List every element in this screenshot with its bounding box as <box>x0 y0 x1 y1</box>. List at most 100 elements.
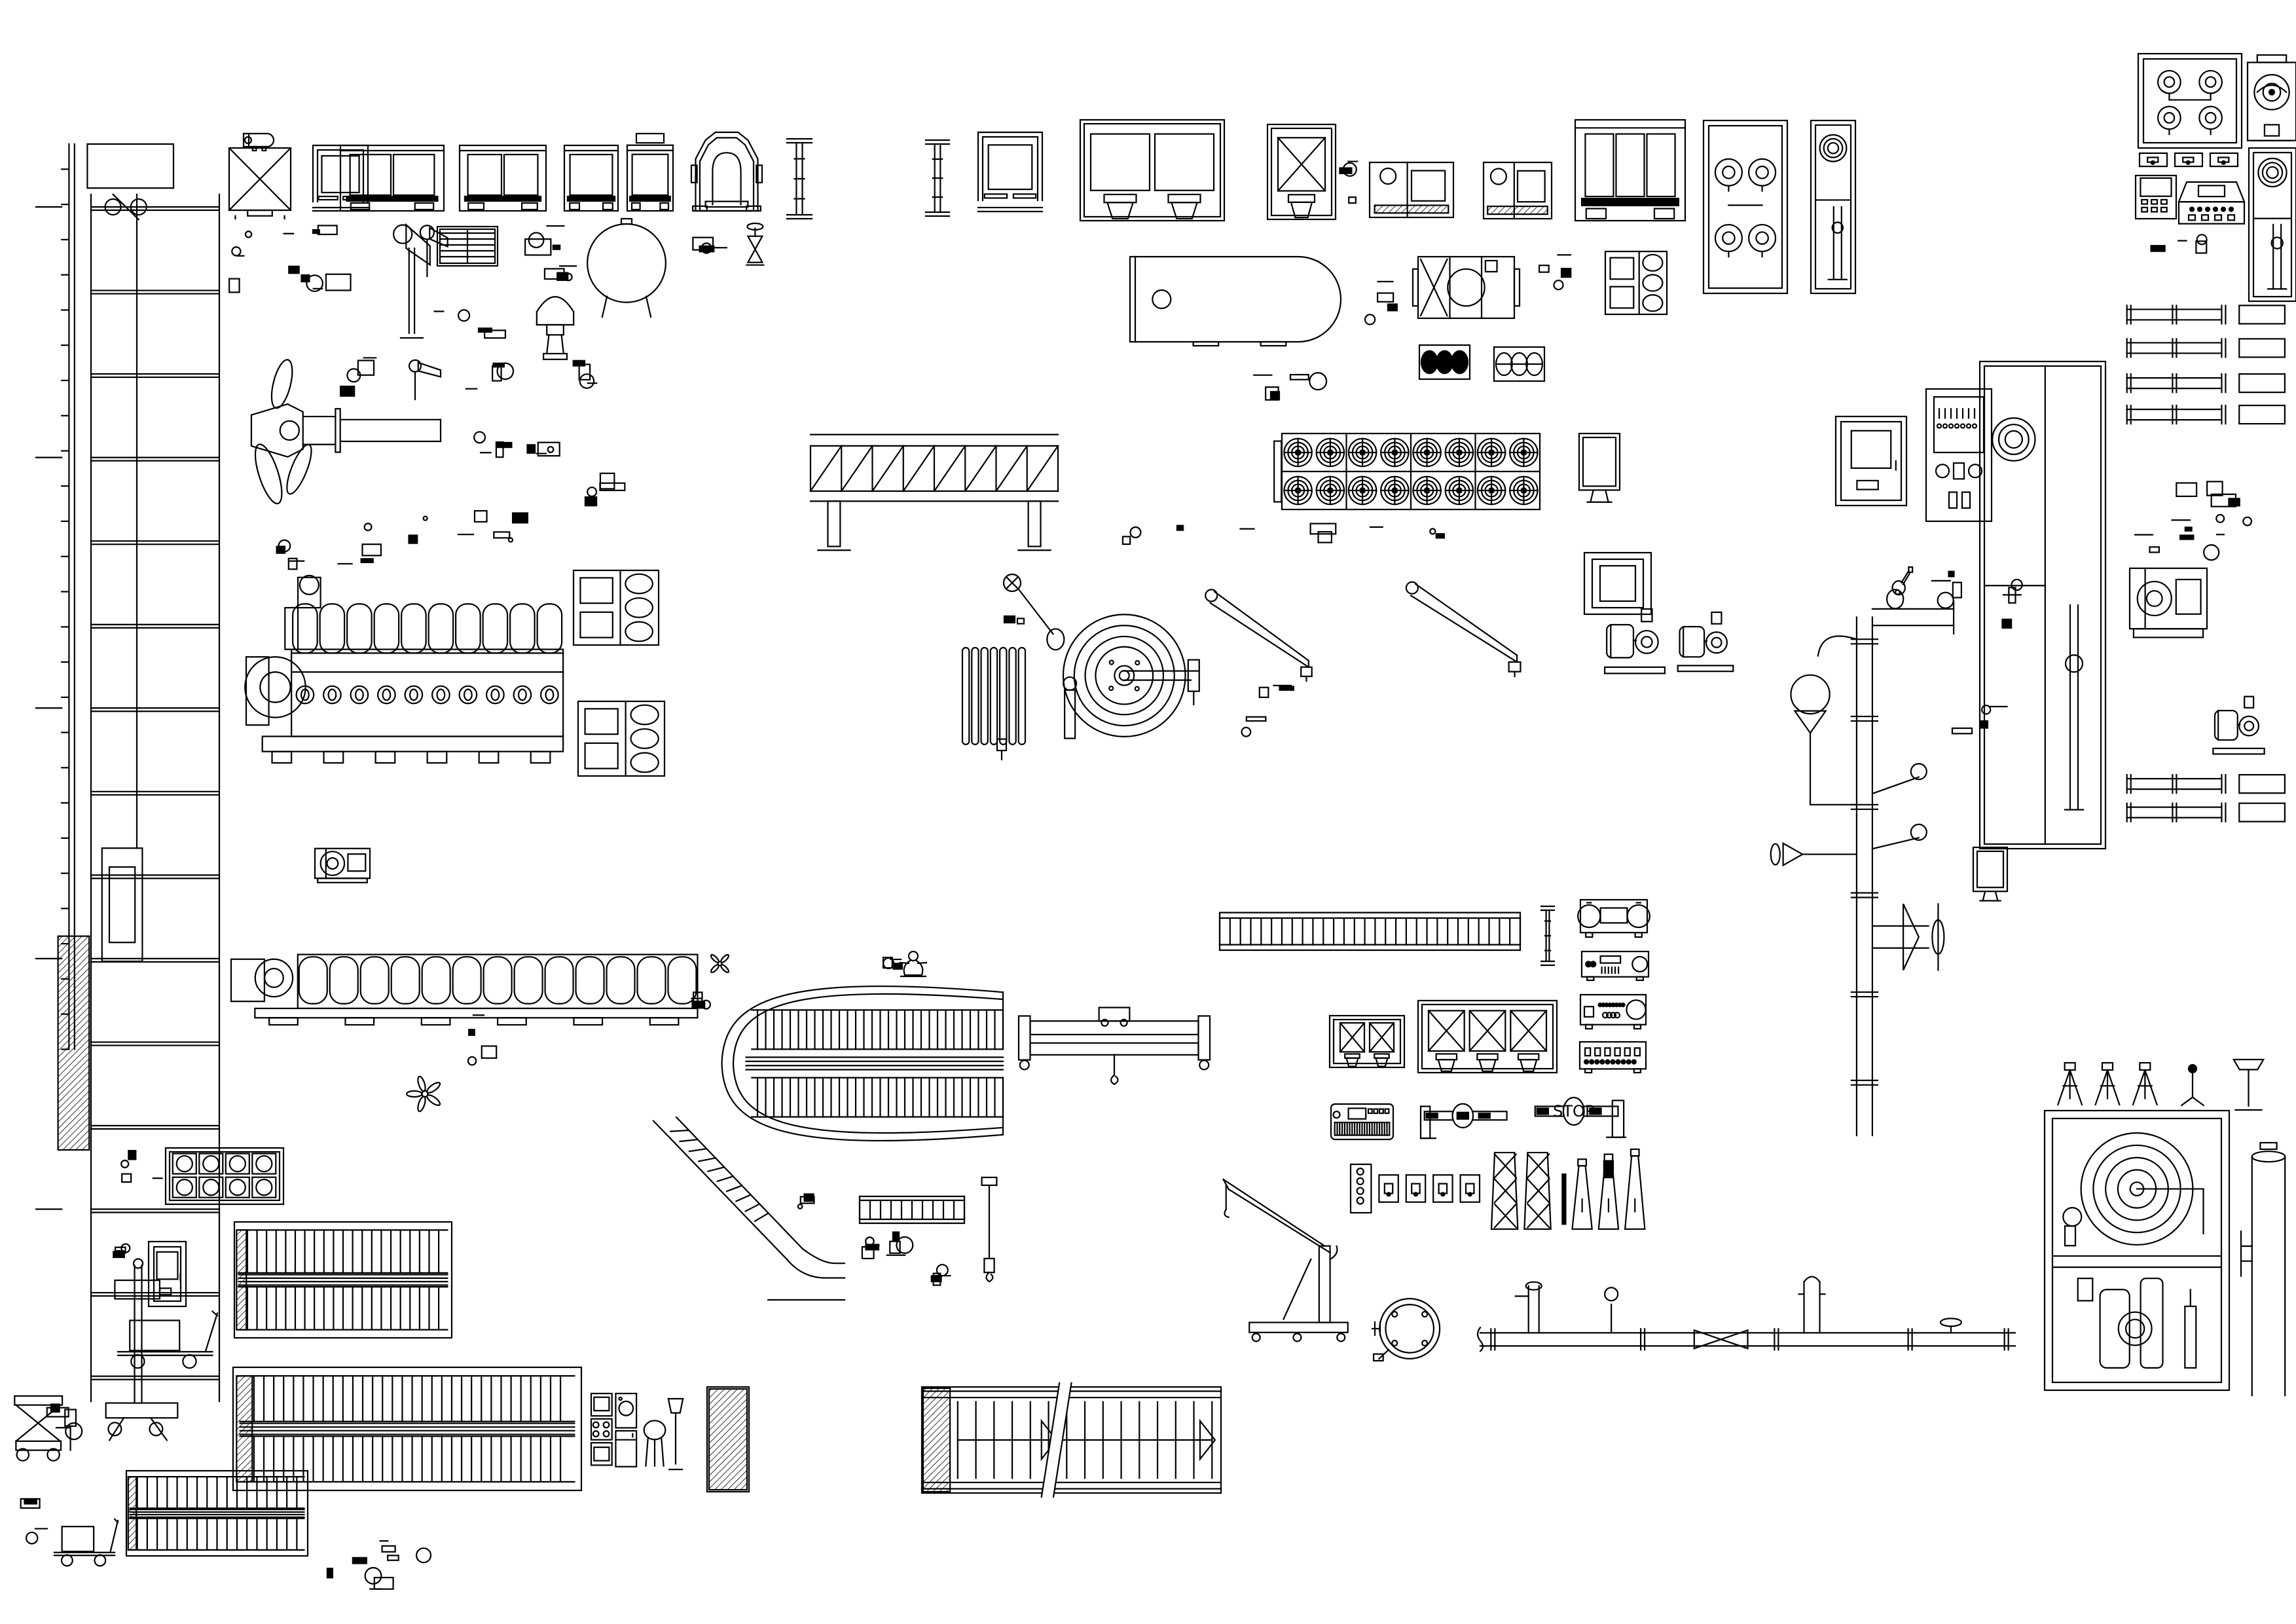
winch-motor <box>314 847 371 883</box>
axial-fan-unit <box>2246 54 2296 141</box>
escalator-side-view <box>652 1116 846 1301</box>
display-board <box>1578 432 1621 504</box>
indicator-boxes <box>797 1193 815 1209</box>
av-receiver-b <box>1580 950 1650 982</box>
divider-beam-b <box>924 139 951 217</box>
escalator-truss-section <box>1218 912 1522 951</box>
walkway-ramp-end <box>706 1386 750 1493</box>
av-amplifier-d <box>1578 1041 1647 1074</box>
guitar <box>1886 566 1914 610</box>
eq-level-strip <box>543 265 577 282</box>
fan-box-small <box>113 1243 131 1259</box>
breaker-bits <box>526 441 560 457</box>
pump-unit-a <box>1604 608 1666 674</box>
truss-bridge <box>809 434 1059 551</box>
escalator-pair-plan-a <box>233 1221 453 1339</box>
turnstile-a <box>861 1236 880 1259</box>
standpipe <box>2240 1141 2286 1397</box>
pump-unit-b <box>1677 611 1734 673</box>
tank-manhole-plan <box>1371 1297 1441 1362</box>
exhaust-stack <box>337 523 382 565</box>
shop-crane <box>1222 1178 1349 1342</box>
pressure-tank-horizontal <box>1129 255 1342 347</box>
triple-lift-doors <box>1574 119 1686 222</box>
portal-arch-frame <box>690 131 763 212</box>
pipe-spools-a <box>2126 304 2286 358</box>
tiny-parts-a <box>46 1403 83 1441</box>
ahu-plan <box>1412 255 1521 320</box>
av-receiver-a <box>1577 898 1650 938</box>
hose-rack-cabinet <box>1978 360 2107 850</box>
pendant-lamp <box>1002 573 1065 651</box>
sprinkler-valve-cabinet <box>1702 119 1789 295</box>
lift-machine-section-a <box>1368 161 1455 219</box>
person-figure <box>899 950 928 978</box>
tiny-parts-b <box>20 1498 48 1545</box>
jib-crane-a <box>1205 589 1313 682</box>
speaker-set <box>1490 1148 1646 1230</box>
hose-reel-side <box>2248 147 2296 303</box>
turnstile-b <box>886 1231 914 1256</box>
hose-folded <box>961 646 1027 761</box>
landing-doors-double-a <box>339 144 445 212</box>
sphere-tank <box>587 217 666 318</box>
round-table <box>643 1420 666 1467</box>
symbols-row <box>1121 525 1255 545</box>
welder-cart <box>117 1310 219 1369</box>
cooling-tower-plan <box>228 147 292 220</box>
home-theater-set <box>326 1540 432 1590</box>
horn-speaker-wall <box>419 225 448 278</box>
socket-panel <box>1538 254 1572 291</box>
propeller-shaft <box>250 359 442 505</box>
compressor-unit <box>340 357 377 397</box>
alarm-valve-cabinet <box>2137 52 2243 149</box>
control-cabinet <box>147 1240 187 1308</box>
hose-cabinet-side <box>1810 119 1857 295</box>
duct-fittings-row <box>1309 523 1446 544</box>
barrier-gate-stop: STOP <box>1534 1096 1627 1138</box>
escalator-pair-plan-c <box>125 1469 309 1557</box>
pallet-jack <box>53 1518 119 1567</box>
fittings-scatter <box>2134 481 2253 561</box>
escalator-pair-plan-b <box>232 1366 583 1492</box>
fcu-cabinet-plan <box>1604 250 1668 316</box>
pipe-accessories <box>1241 684 1295 737</box>
double-lift-shaft-plan <box>1079 119 1226 222</box>
floor-lamp <box>2232 1058 2265 1111</box>
gate-valve-vertical <box>746 222 765 266</box>
fire-main-pipe-run <box>1476 1276 2016 1352</box>
fire-panel <box>882 957 903 970</box>
moving-walkway-plan <box>920 1382 1222 1498</box>
flange-disc <box>572 360 598 389</box>
socket-boxes-row <box>2138 152 2239 168</box>
kitchen-appliances <box>590 1392 638 1467</box>
lift-machine-section-b <box>1482 161 1553 220</box>
valve-actuator <box>1364 280 1398 325</box>
fire-hose-reel <box>1062 614 1200 739</box>
bridge-crane <box>1017 1006 1211 1086</box>
traffic-signal-lamps <box>1418 344 1471 380</box>
fan-stack-cabinet <box>572 569 660 646</box>
fire-hose-cabinet <box>2043 1109 2231 1392</box>
lift-car-plan-rollers <box>977 131 1044 213</box>
wall-socket-cluster <box>1253 372 1328 401</box>
mount-brackets <box>1931 570 1962 609</box>
stop-sign-label: STOP <box>1553 1102 1594 1120</box>
louvre-grille <box>436 225 499 267</box>
calorifier-dome <box>536 296 575 360</box>
walkway-handrail-section <box>858 1195 966 1225</box>
jib-crane-b <box>1405 581 1522 678</box>
horn-loudspeaker-stand <box>393 223 431 339</box>
paint-sprayer <box>120 1150 163 1183</box>
tripod-lamp <box>667 1397 684 1471</box>
beam-bars-row <box>244 225 338 238</box>
fire-riser-assembly <box>1770 600 1955 1137</box>
lift-plan-x <box>1266 123 1337 221</box>
meter-manifold <box>164 1147 285 1206</box>
ladder-frame <box>584 472 626 507</box>
marine-engine-b <box>230 953 699 1026</box>
fan-coil-unit <box>1493 346 1546 382</box>
drop-rod <box>467 1014 498 1066</box>
